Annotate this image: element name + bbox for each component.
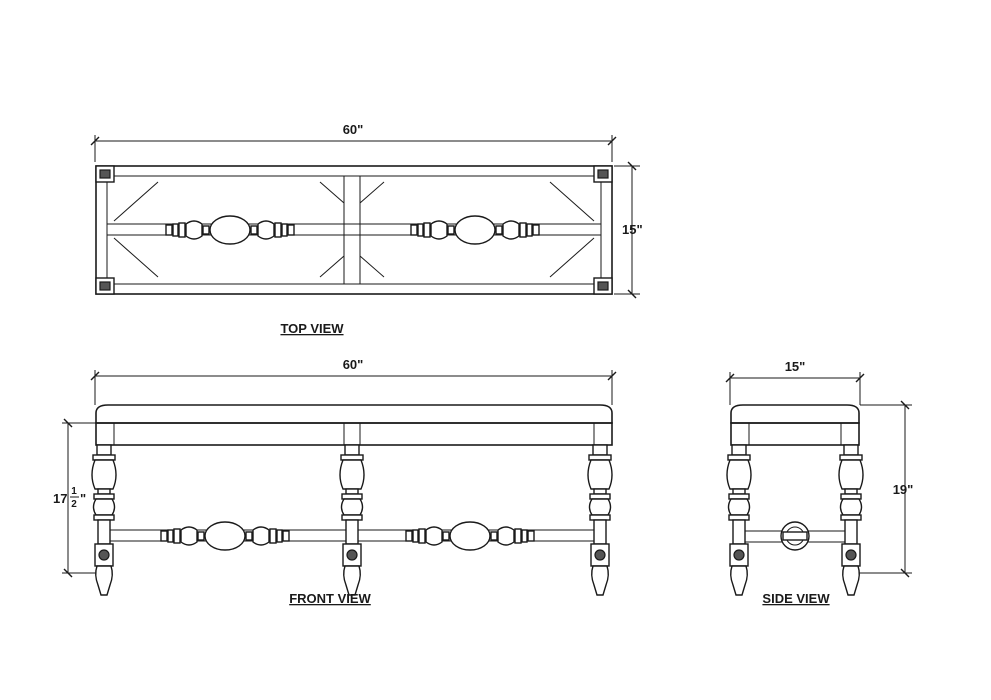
top-width-label: 60" [343,122,364,137]
front-width-dimension: 60" [90,357,617,405]
front-height-numerator: 1 [71,486,77,497]
side-view-title: SIDE VIEW [762,591,830,606]
front-view-title: FRONT VIEW [289,591,371,606]
front-view: 60" 17 1 2 " FRONT VIEW [53,357,617,606]
top-width-dimension: 60" [90,122,617,162]
front-height-unit: " [80,491,86,506]
top-view-title: TOP VIEW [280,321,344,336]
side-height-dimension: 19" [858,400,914,578]
top-view: 60" 15" [90,122,643,336]
side-height-label: 19" [893,482,914,497]
front-height-denominator: 2 [71,499,77,510]
front-width-label: 60" [343,357,364,372]
front-height-whole: 17 [53,491,67,506]
front-height-dimension: 17 1 2 " [53,418,98,578]
top-depth-dimension: 15" [614,161,643,299]
side-depth-dimension: 15" [725,359,865,405]
top-depth-label: 15" [622,222,643,237]
side-depth-label: 15" [785,359,806,374]
side-view: 15" 19" SIDE VIEW [725,359,914,606]
